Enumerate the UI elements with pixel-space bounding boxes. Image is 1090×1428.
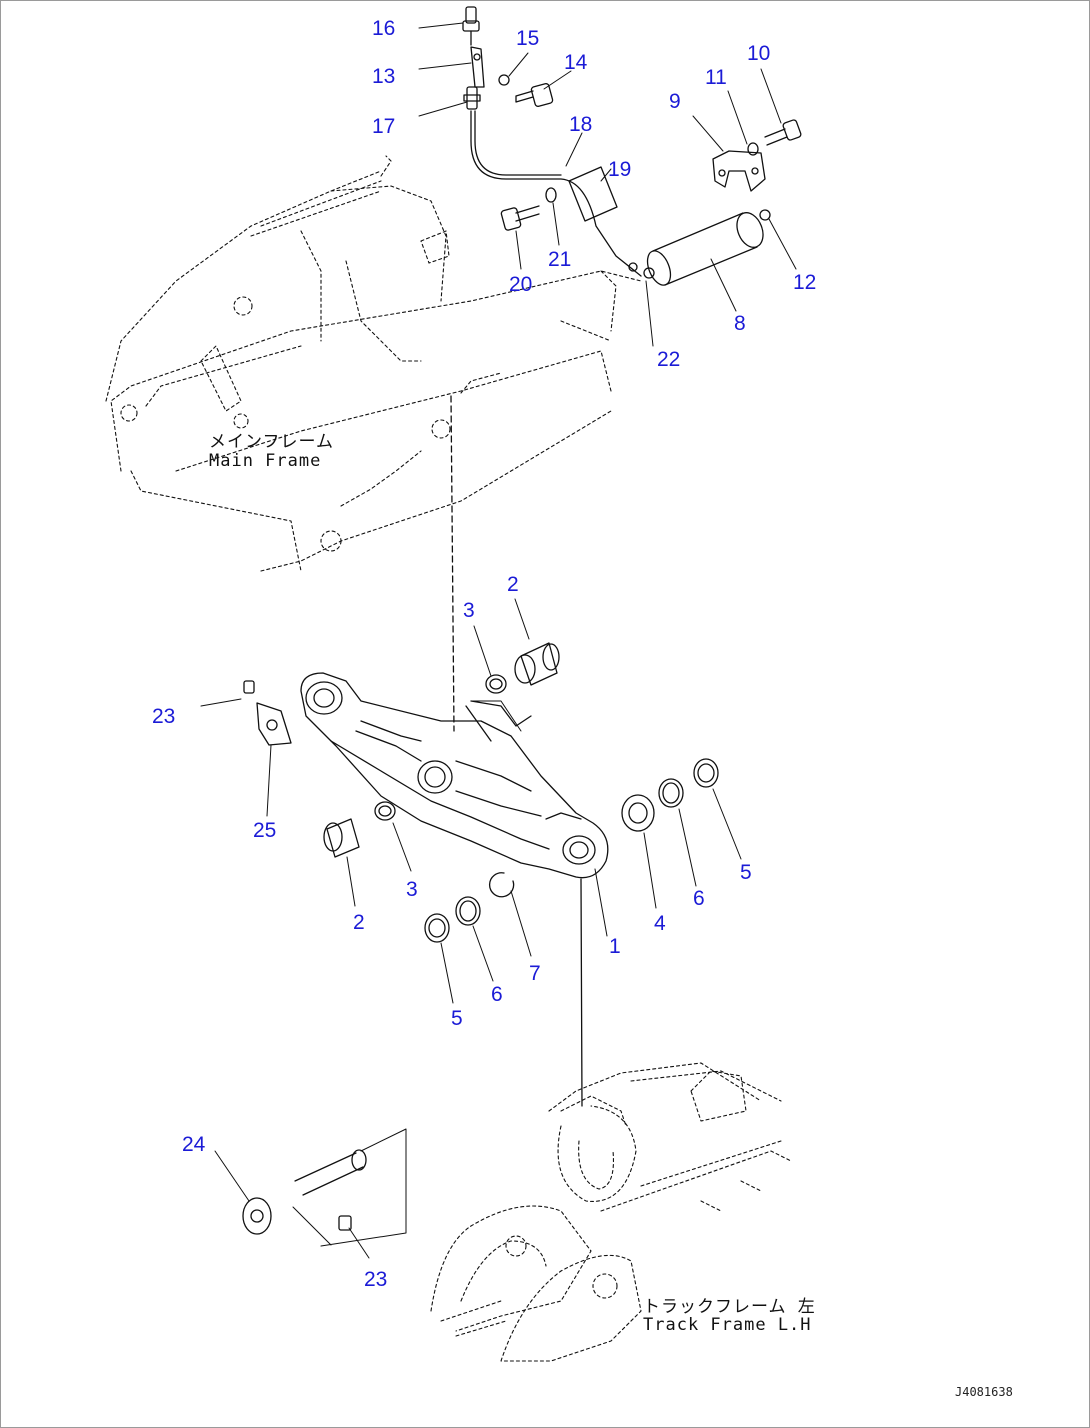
track-frame-label-jp: トラックフレーム 左 — [643, 1297, 816, 1317]
main-frame-label-jp: メインフレーム — [209, 432, 334, 452]
callout-22: 22 — [657, 348, 681, 371]
callout-23-upper: 23 — [152, 705, 176, 728]
callout-3-upper: 3 — [463, 599, 475, 622]
callout-24: 24 — [182, 1133, 206, 1156]
callout-13: 13 — [372, 65, 396, 88]
callout-1: 1 — [609, 935, 621, 958]
sensor-assembly-drawing — [462, 6, 802, 286]
callout-3-lower: 3 — [406, 878, 418, 901]
callout-10: 10 — [747, 42, 771, 65]
main-frame-drawing — [105, 155, 642, 572]
callout-5-lower: 5 — [451, 1007, 463, 1030]
callout-18: 18 — [569, 113, 593, 136]
callout-2-upper: 2 — [507, 573, 519, 596]
main-frame-label-en: Main Frame — [209, 451, 322, 471]
callout-25: 25 — [253, 819, 277, 842]
track-frame-drawing — [430, 1062, 792, 1362]
drawing-code: J4081638 — [955, 1385, 1013, 1399]
callout-2-lower: 2 — [353, 911, 365, 934]
callout-6-lower: 6 — [491, 983, 503, 1006]
callout-17: 17 — [372, 115, 396, 138]
callout-21: 21 — [548, 248, 572, 271]
callout-leader-lines — [200, 22, 797, 1259]
callout-9: 9 — [669, 90, 681, 113]
bushing-and-seal-drawings — [242, 642, 719, 1235]
callout-23-lower: 23 — [364, 1268, 388, 1291]
callout-19: 19 — [608, 158, 632, 181]
callout-5-upper: 5 — [740, 861, 752, 884]
callout-8: 8 — [734, 312, 746, 335]
callout-11: 11 — [705, 66, 727, 89]
callout-15: 15 — [516, 27, 540, 50]
equalizer-bar-drawing — [300, 672, 609, 879]
callout-12: 12 — [793, 271, 817, 294]
track-frame-label-en: Track Frame L.H — [643, 1315, 812, 1335]
callout-20: 20 — [509, 273, 533, 296]
callout-14: 14 — [564, 51, 588, 74]
callout-7: 7 — [529, 962, 541, 985]
callout-6-upper: 6 — [693, 887, 705, 910]
callout-16: 16 — [372, 17, 396, 40]
callout-4: 4 — [654, 912, 666, 935]
